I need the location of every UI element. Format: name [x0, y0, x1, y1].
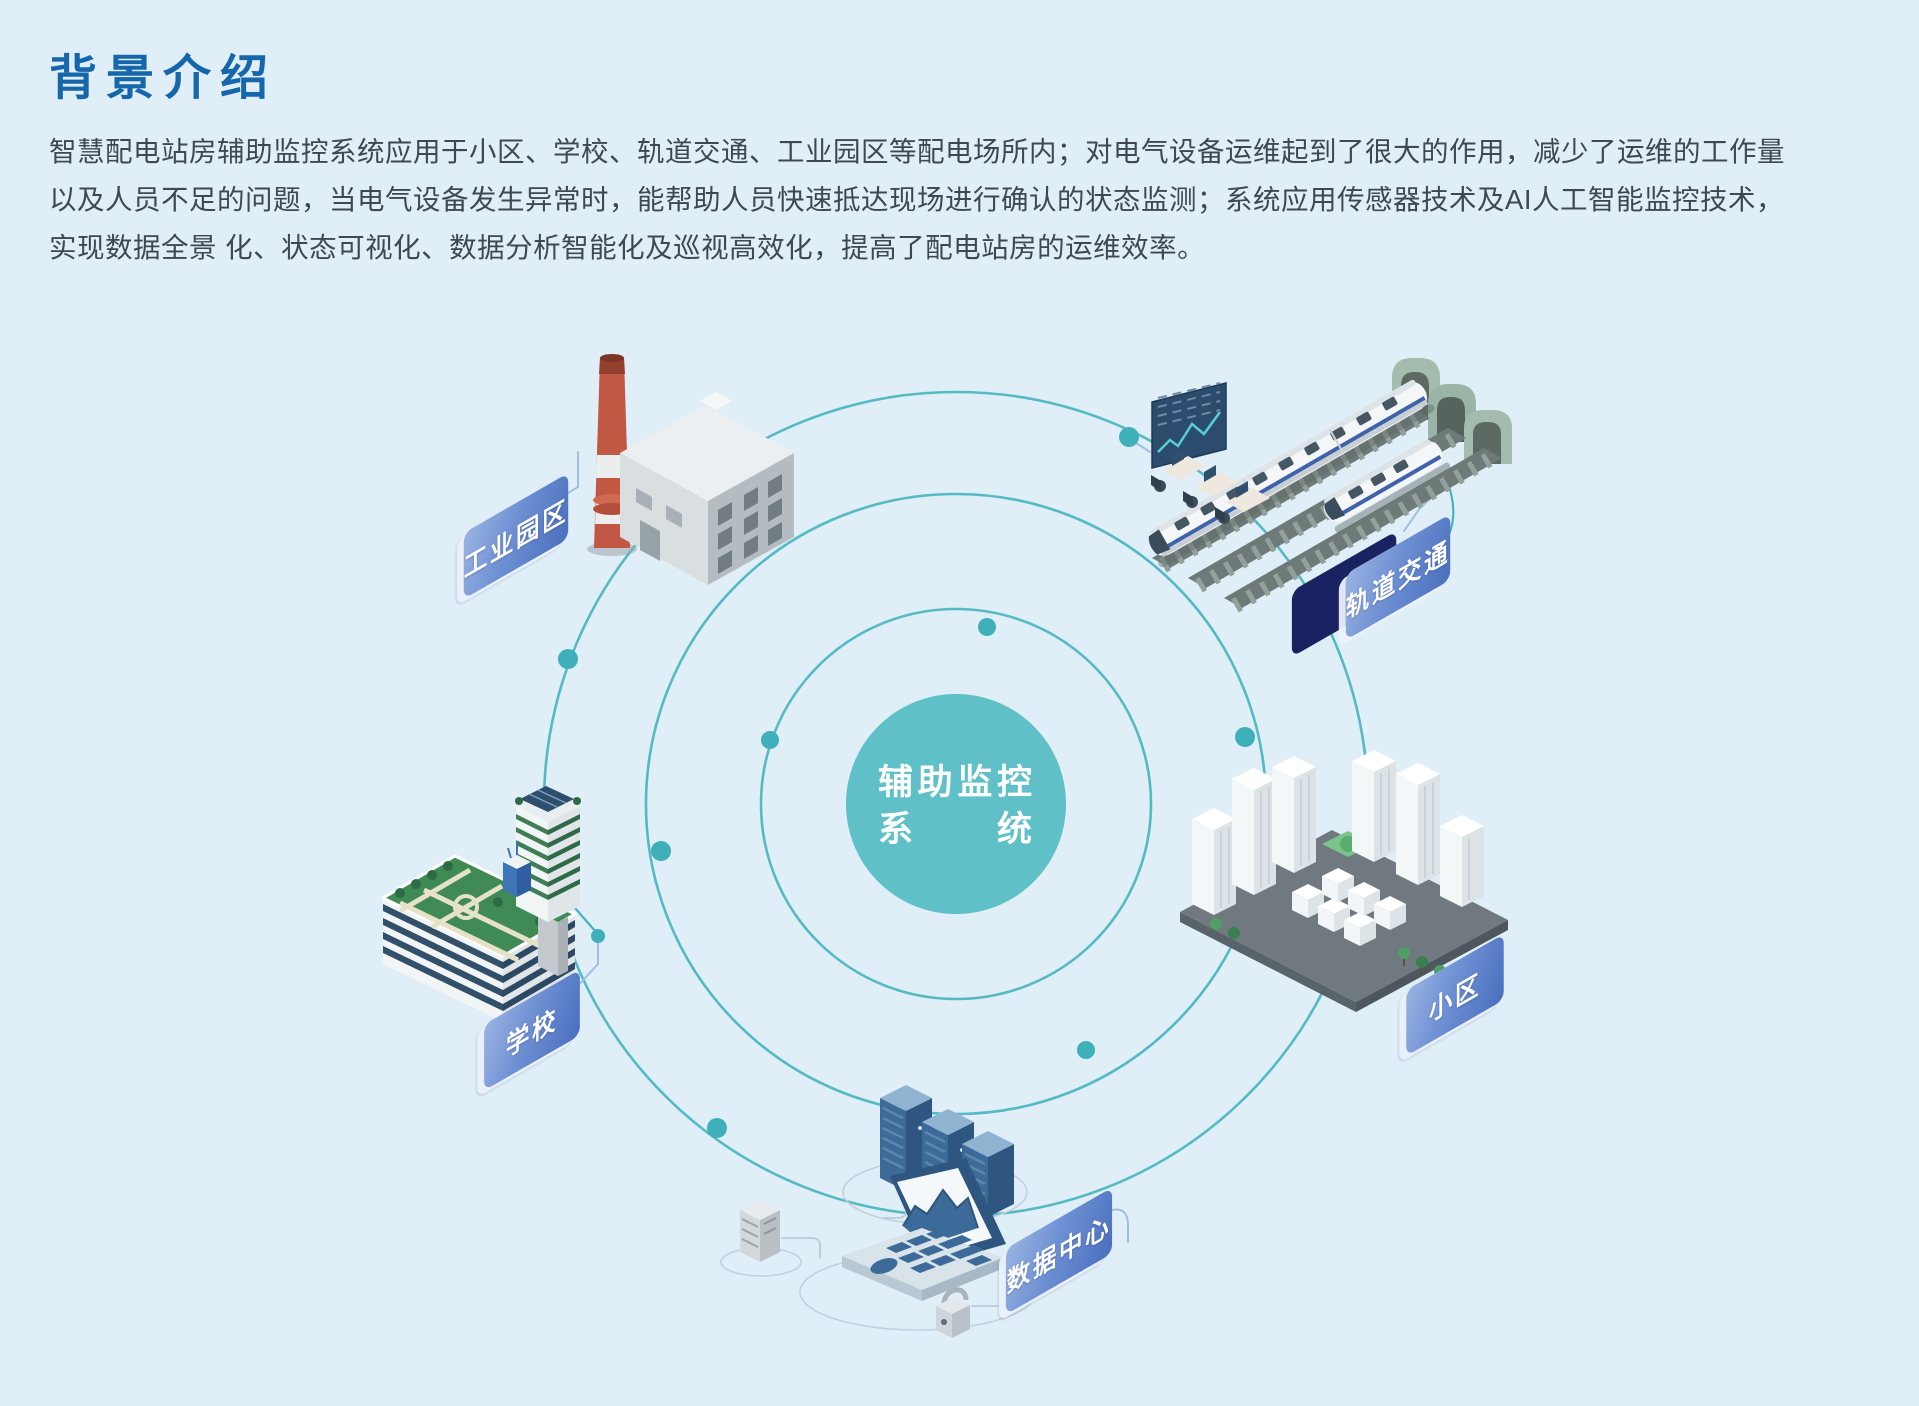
- small-server: [740, 1200, 780, 1262]
- padlock-icon: [936, 1287, 970, 1338]
- orbit-dots: [558, 427, 1454, 1138]
- intro-line: 实现数据全景 化、状态可视化、数据分析智能化及巡视高效化，提高了配电站房的运维效…: [49, 232, 1206, 263]
- center-label-line1: 辅助监控: [878, 763, 1034, 802]
- diagram-art: [381, 354, 1512, 1338]
- school-illustration: [381, 786, 581, 1022]
- intro-line: 智慧配电站房辅助监控系统应用于小区、学校、轨道交通、工业园区等配电场所内；对电气…: [49, 136, 1785, 167]
- community-illustration: [1180, 750, 1508, 1012]
- laptop: [842, 1158, 1006, 1301]
- page-title: 背景介绍: [49, 52, 278, 105]
- intro-line: 以及人员不足的问题，当电气设备发生异常时，能帮助人员快速抵达现场进行确认的状态监…: [49, 184, 1784, 215]
- community-towers: [1192, 750, 1484, 915]
- control-room: [1151, 382, 1270, 524]
- rail-transit-illustration: [1148, 358, 1512, 613]
- train-short: [1323, 439, 1451, 533]
- center-node-circle: [846, 694, 1066, 914]
- factory-illustration: [587, 354, 794, 585]
- data-center-illustration: [740, 1085, 1014, 1338]
- ecosystem-diagram: 辅助监控 系统 工业园区 轨道交通 学校 小区 数据中心: [0, 270, 1919, 1406]
- intro-paragraph: 智慧配电站房辅助监控系统应用于小区、学校、轨道交通、工业园区等配电场所内；对电气…: [49, 128, 1879, 272]
- center-node-label: 辅助监控 系统: [878, 759, 1034, 853]
- community-low-blocks: [1292, 868, 1406, 946]
- center-label-line2: 系统: [878, 810, 1034, 849]
